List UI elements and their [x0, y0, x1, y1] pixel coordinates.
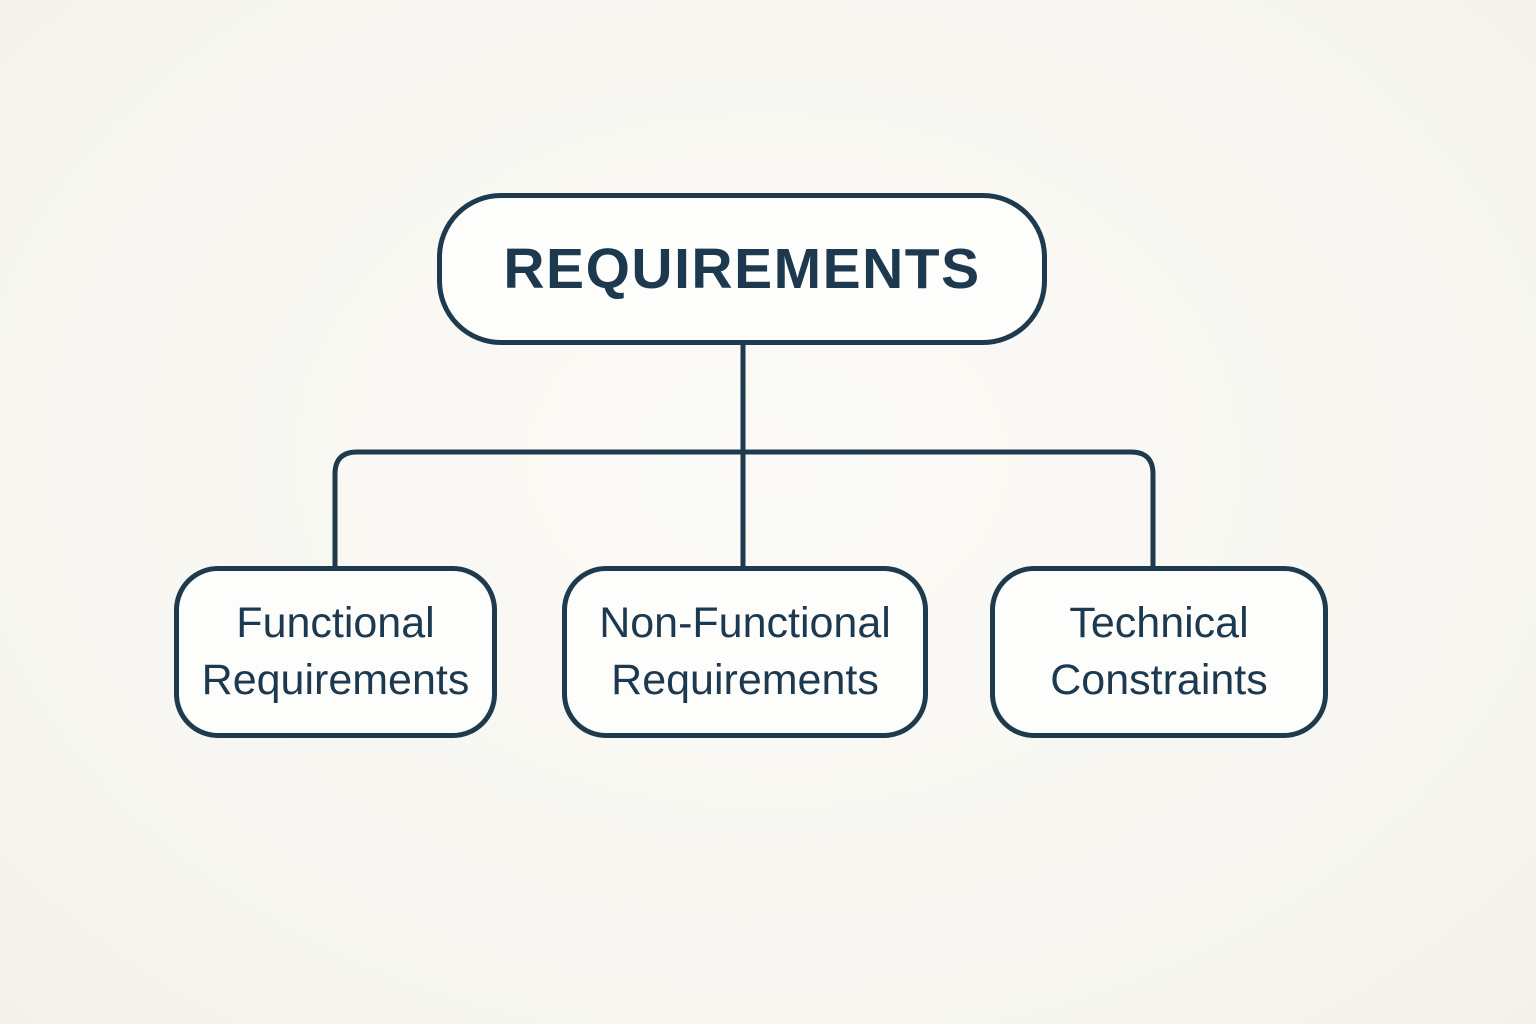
node-functional-requirements: Functional Requirements [174, 566, 497, 738]
node-nonfunctional-label-line2: Requirements [611, 656, 879, 704]
node-technical-label-line2: Constraints [1050, 656, 1268, 704]
edge-root-to-functional-and-technical [332, 449, 1156, 567]
node-requirements: REQUIREMENTS [437, 193, 1047, 345]
node-technical-label-line1: Technical [1069, 599, 1249, 648]
node-functional-label-line1: Functional [236, 599, 435, 648]
node-technical-constraints: Technical Constraints [990, 566, 1328, 738]
node-requirements-label: REQUIREMENTS [503, 237, 981, 301]
node-non-functional-requirements: Non-Functional Requirements [562, 566, 928, 738]
node-functional-label-line2: Requirements [201, 656, 470, 704]
node-nonfunctional-label-line1: Non-Functional [599, 599, 891, 648]
